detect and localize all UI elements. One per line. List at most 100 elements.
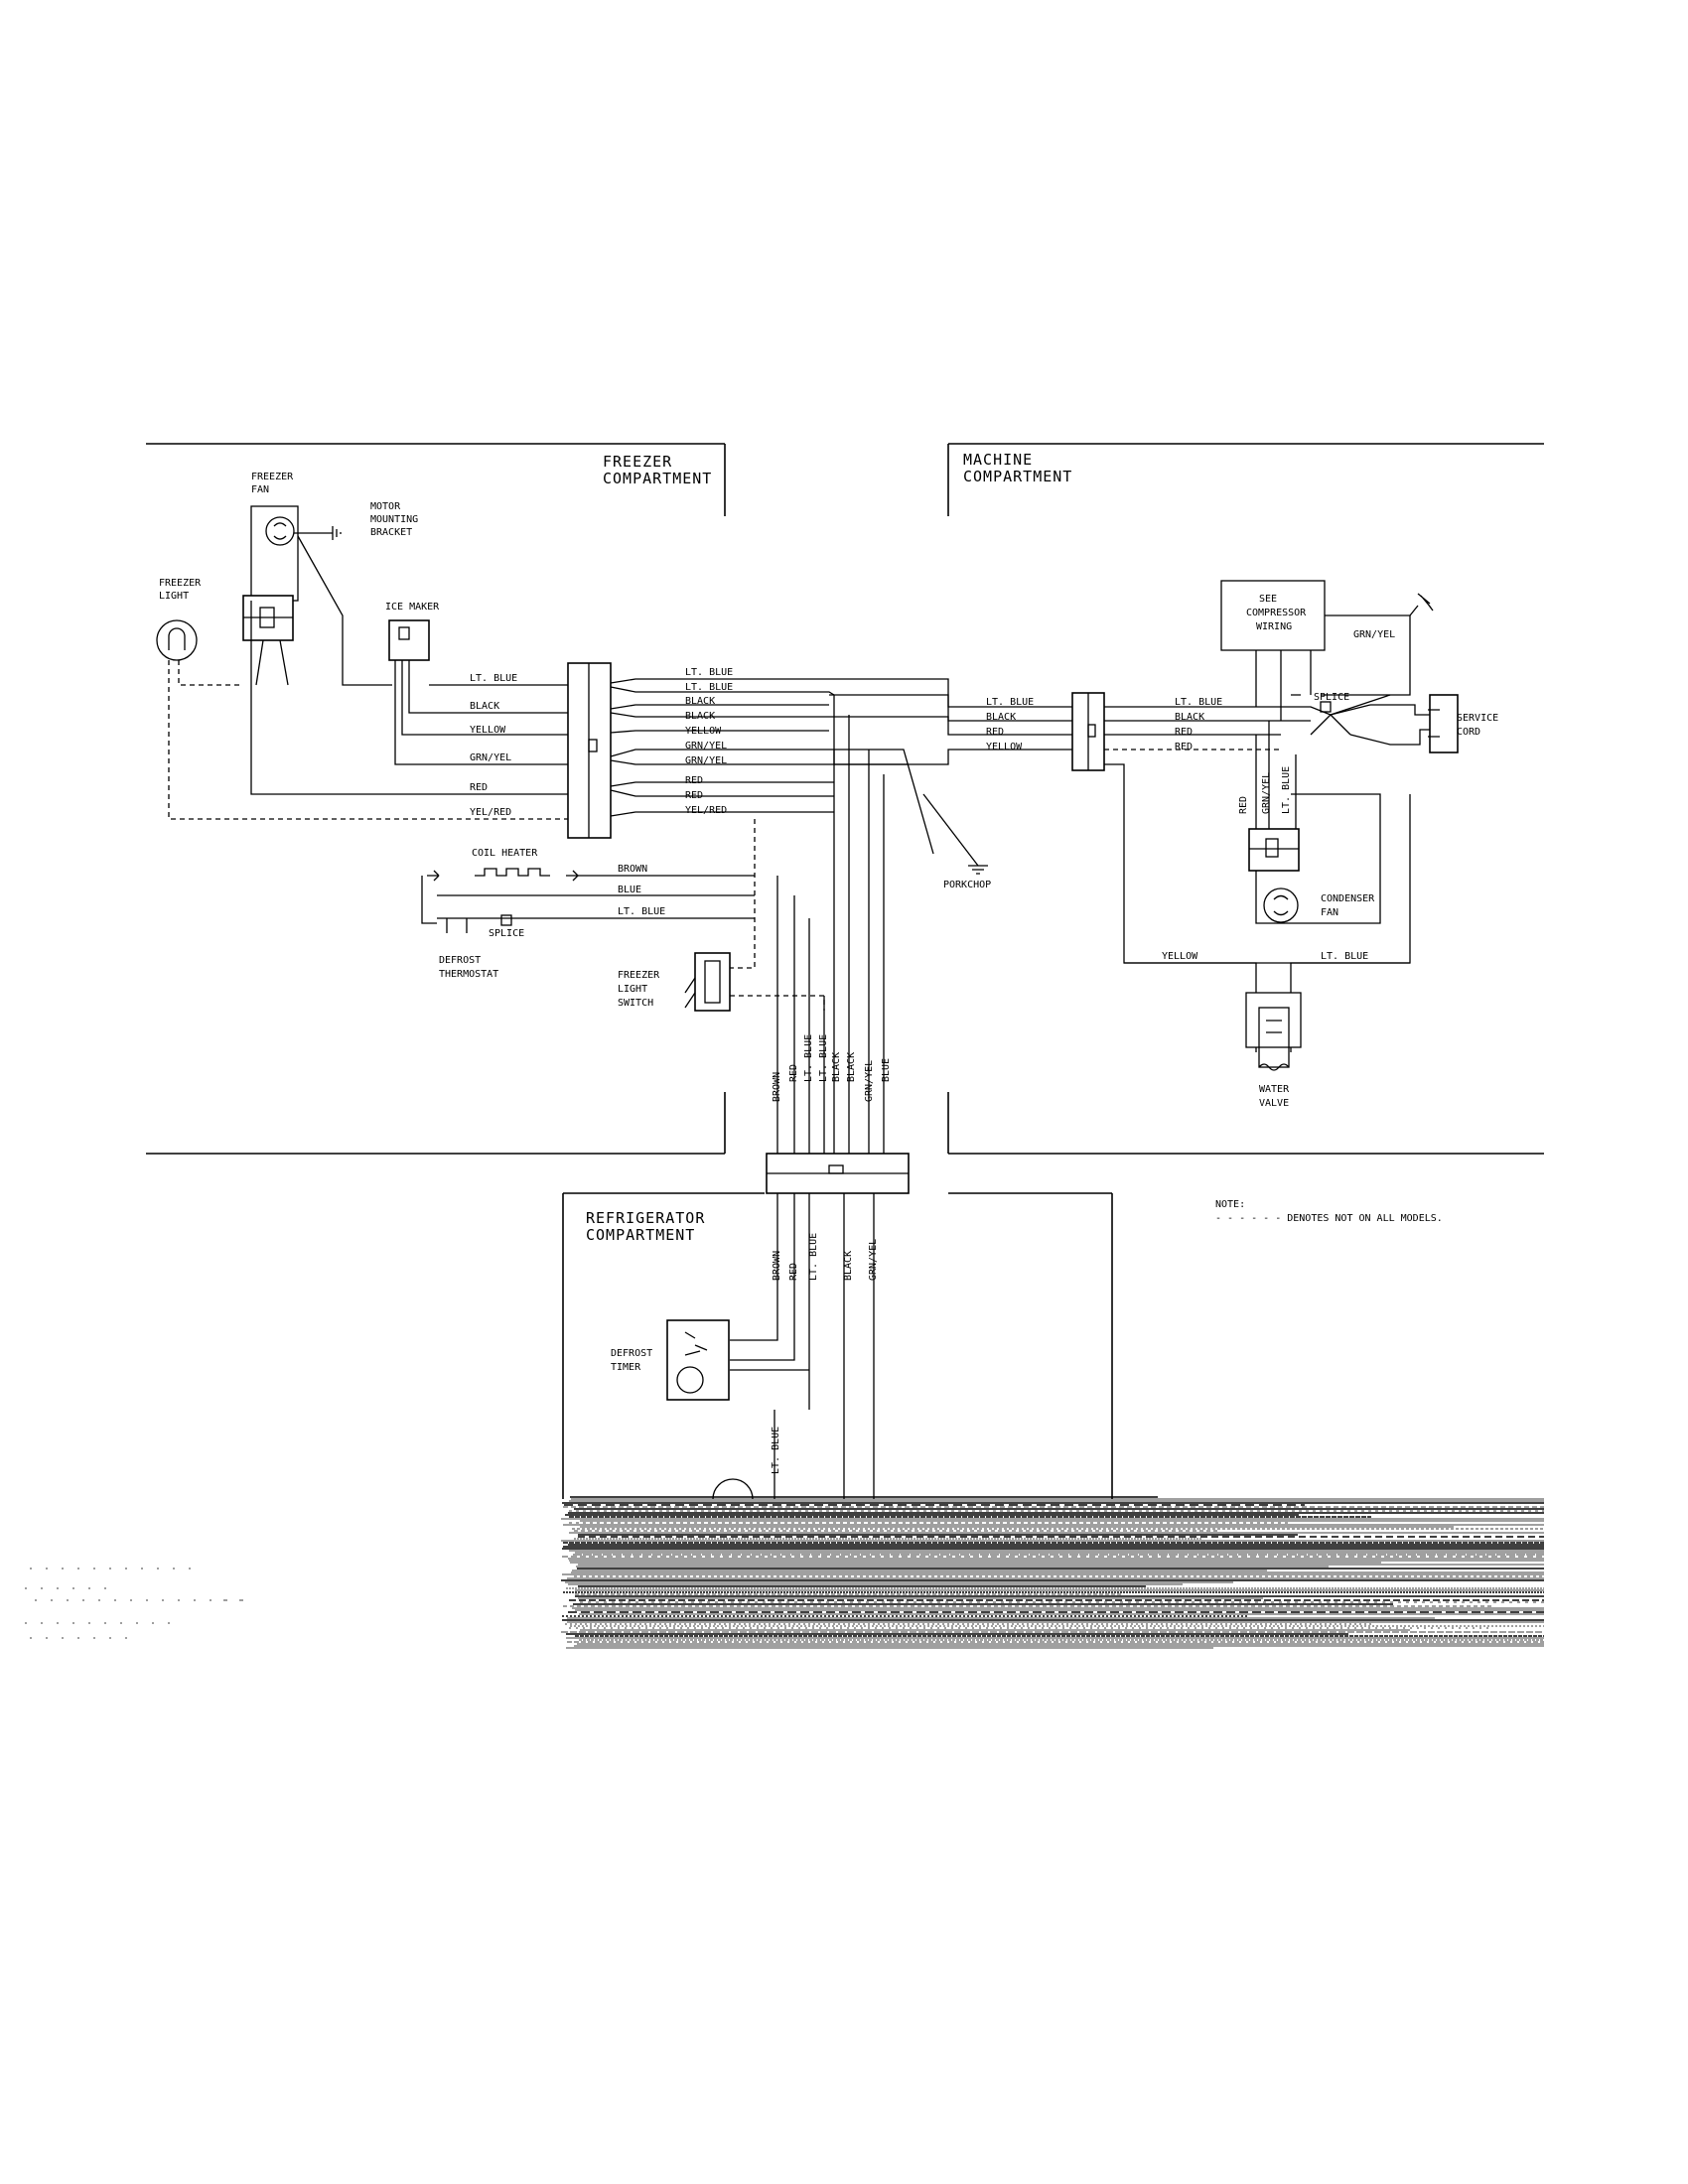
machine-harness-connector — [1071, 692, 1105, 771]
splice-machine-label: SPLICE — [1314, 692, 1349, 703]
wire-label-mid-10: YEL/RED — [685, 805, 727, 816]
freezer-light-switch-symbol — [684, 819, 825, 1012]
down-vertical-label-5: BLACK — [831, 1052, 842, 1082]
machine-compartment-title-2: COMPARTMENT — [963, 468, 1072, 485]
machine-compartment-title-1: MACHINE — [963, 451, 1033, 469]
heater-wire-label-1: BROWN — [618, 864, 647, 875]
fridge-vertical-wires — [730, 1193, 875, 1499]
splice-heater-label: SPLICE — [489, 928, 524, 939]
compressor-box — [1220, 580, 1434, 721]
wire-label-left-2: BLACK — [470, 701, 499, 712]
refrigerator-compartment-border — [562, 1192, 1113, 1499]
wire-label-machine-right-1: LT. BLUE — [1175, 697, 1222, 708]
wire-label-left-1: LT. BLUE — [470, 673, 517, 684]
freezer-light-switch-label-2: LIGHT — [618, 984, 647, 995]
wire-label-mid-7: GRN/YEL — [685, 755, 727, 766]
refrigerator-compartment-title-1: REFRIGERATOR — [586, 1209, 705, 1227]
condenser-vertical-label-1: RED — [1238, 796, 1249, 814]
freezer-harness-connector — [567, 662, 612, 839]
wire-label-machine-4: YELLOW — [986, 742, 1023, 752]
defrost-timer-symbol — [666, 1319, 730, 1401]
freezer-compartment-border — [146, 443, 726, 1155]
porkchop-label: PORKCHOP — [943, 880, 991, 890]
wire-label-mid-3: BLACK — [685, 696, 715, 707]
water-valve-symbol — [1124, 962, 1410, 1071]
down-vertical-label-8: BLUE — [881, 1058, 892, 1082]
wire-label-mid-9: RED — [685, 790, 703, 801]
coil-heater-symbol — [421, 868, 755, 933]
mid-harness-wires — [610, 678, 1072, 855]
wire-label-mid-5: YELLOW — [685, 726, 722, 737]
fridge-vertical-label-2: RED — [788, 1263, 799, 1281]
motor-bracket-label-3: BRACKET — [370, 527, 412, 538]
freezer-light-symbol — [156, 619, 198, 661]
scan-artefact-arc — [712, 1478, 754, 1500]
machine-compartment-border — [947, 443, 1544, 1155]
condenser-vertical-label-3: LT. BLUE — [1281, 766, 1292, 814]
freezer-fan-label-1: FREEZER — [251, 472, 294, 482]
scan-artefact-band — [25, 1496, 1544, 1649]
wire-label-mid-4: BLACK — [685, 711, 715, 722]
splice-machine-symbol — [1320, 701, 1332, 713]
condenser-fan-label-1: CONDENSER — [1321, 893, 1375, 904]
wire-label-machine-1: LT. BLUE — [986, 697, 1034, 708]
wire-label-left-3: YELLOW — [470, 725, 506, 736]
down-vertical-label-4: LT. BLUE — [818, 1034, 829, 1082]
defrost-thermostat-label-1: DEFROST — [439, 955, 481, 966]
freezer-fan-symbol — [250, 505, 342, 602]
wire-label-machine-right-3: RED — [1175, 727, 1193, 738]
left-harness-wires — [168, 535, 568, 820]
fridge-vertical-label-3: LT. BLUE — [808, 1233, 819, 1281]
fridge-vertical-label-5: GRN/YEL — [868, 1239, 879, 1281]
down-vertical-label-3: LT. BLUE — [803, 1034, 814, 1082]
down-vertical-wires — [776, 695, 885, 1154]
service-cord-label-2: CORD — [1457, 727, 1480, 738]
ice-maker-symbol — [388, 619, 430, 661]
down-vertical-label-7: GRN/YEL — [864, 1060, 875, 1102]
defrost-thermostat-label-2: THERMOSTAT — [439, 969, 498, 980]
wire-label-left-5: RED — [470, 782, 488, 793]
condenser-fan-label-2: FAN — [1321, 907, 1338, 918]
heater-wire-label-3: LT. BLUE — [618, 906, 665, 917]
motor-bracket-label-2: MOUNTING — [370, 514, 418, 525]
compressor-label-1: SEE — [1259, 594, 1277, 605]
water-valve-label-1: WATER — [1259, 1084, 1290, 1095]
down-vertical-label-2: RED — [788, 1064, 799, 1082]
freezer-light-switch-label-3: SWITCH — [618, 998, 653, 1009]
freezer-fan-label-2: FAN — [251, 484, 269, 495]
wire-label-mid-1: LT. BLUE — [685, 667, 733, 678]
coil-heater-label: COIL HEATER — [472, 848, 538, 859]
lower-harness-connector — [766, 1153, 910, 1194]
compressor-label-2: COMPRESSOR — [1246, 608, 1307, 618]
down-vertical-label-6: BLACK — [846, 1052, 857, 1082]
wire-label-left-4: GRN/YEL — [470, 752, 511, 763]
down-vertical-label-1: BROWN — [772, 1072, 782, 1102]
compressor-label-3: WIRING — [1256, 621, 1292, 632]
wire-label-machine-2: BLACK — [986, 712, 1016, 723]
wire-label-machine-right-2: BLACK — [1175, 712, 1204, 723]
water-valve-label-2: VALVE — [1259, 1098, 1289, 1109]
defrost-timer-label-1: DEFROST — [611, 1348, 652, 1359]
wire-label-left-6: YEL/RED — [470, 807, 511, 818]
note-text: - - - - - - DENOTES NOT ON ALL MODELS. — [1215, 1213, 1443, 1224]
condenser-fan-symbol — [1248, 721, 1381, 924]
porkchop-ground-symbol — [922, 793, 988, 875]
wire-label-machine-3: RED — [986, 727, 1004, 738]
freezer-light-label-1: FREEZER — [159, 578, 202, 589]
defrost-timer-label-2: TIMER — [611, 1362, 641, 1373]
valve-wire-label-2: LT. BLUE — [1321, 951, 1368, 962]
motor-bracket-label-1: MOTOR — [370, 501, 401, 512]
note-heading: NOTE: — [1215, 1199, 1245, 1210]
freezer-light-label-2: LIGHT — [159, 591, 189, 602]
freezer-compartment-title-1: FREEZER — [603, 453, 672, 471]
wire-label-mid-6: GRN/YEL — [685, 741, 727, 751]
ice-maker-label: ICE MAKER — [385, 602, 440, 613]
heater-wire-label-2: BLUE — [618, 885, 641, 895]
wire-label-mid-8: RED — [685, 775, 703, 786]
condenser-vertical-label-2: GRN/YEL — [1261, 772, 1272, 814]
service-cord-plug — [1428, 694, 1459, 753]
freezer-compartment-title-2: COMPARTMENT — [603, 470, 712, 487]
service-cord-label-1: SERVICE — [1457, 713, 1498, 724]
ground-wire-label: GRN/YEL — [1353, 629, 1395, 640]
